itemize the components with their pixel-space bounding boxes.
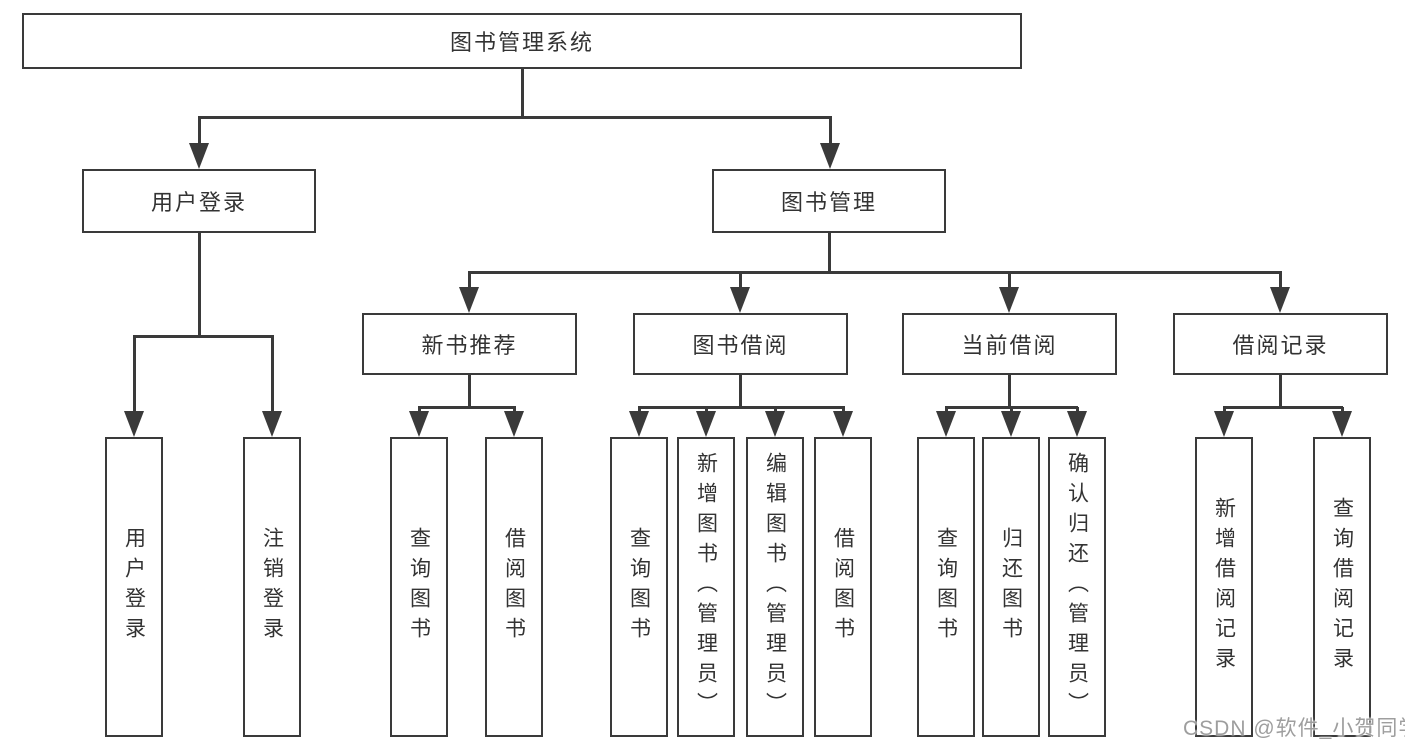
arrowhead-down-icon (504, 411, 524, 437)
leaf-add-borrow-record: 新增借阅记录 (1195, 437, 1253, 737)
arrowhead-down-icon (999, 287, 1019, 313)
node-label: 确认归还（管理员） (1065, 452, 1089, 722)
node-user-login: 用户登录 (82, 169, 316, 233)
node-label: 查询借阅记录 (1330, 497, 1354, 677)
leaf-query-borrow-record: 查询借阅记录 (1313, 437, 1371, 737)
node-label: 注销登录 (260, 527, 284, 647)
node-label: 新增图书（管理员） (694, 452, 718, 722)
connector-vline (829, 117, 832, 145)
connector-hline (638, 406, 845, 409)
connector-vline (513, 407, 516, 413)
leaf-user-login: 用户登录 (105, 437, 163, 737)
leaf-logout: 注销登录 (243, 437, 301, 737)
arrowhead-down-icon (696, 411, 716, 437)
connector-vline (1223, 407, 1226, 413)
leaf-query-books-borrowing: 查询图书 (610, 437, 668, 737)
connector-hline (468, 271, 1282, 274)
connector-vline (521, 69, 524, 119)
arrowhead-down-icon (730, 287, 750, 313)
arrowhead-down-icon (629, 411, 649, 437)
node-label: 当前借阅 (961, 333, 1058, 358)
arrowhead-down-icon (833, 411, 853, 437)
arrowhead-down-icon (1332, 411, 1352, 437)
leaf-confirm-return-admin: 确认归还（管理员） (1048, 437, 1106, 737)
leaf-query-books-recommend: 查询图书 (390, 437, 448, 737)
leaf-borrow-books-recommend: 借阅图书 (485, 437, 543, 737)
connector-vline (1279, 375, 1282, 409)
arrowhead-down-icon (1214, 411, 1234, 437)
connector-vline (468, 272, 471, 289)
leaf-borrow-books: 借阅图书 (814, 437, 872, 737)
arrowhead-down-icon (765, 411, 785, 437)
connector-vline (1341, 407, 1344, 413)
arrowhead-down-icon (1067, 411, 1087, 437)
connector-hline (1223, 406, 1343, 409)
arrowhead-down-icon (820, 143, 840, 169)
node-new-book-recommend: 新书推荐 (362, 313, 577, 375)
leaf-edit-book-admin: 编辑图书（管理员） (746, 437, 804, 737)
connector-vline (468, 375, 471, 409)
node-library-management-system: 图书管理系统 (22, 13, 1022, 69)
node-label: 新增借阅记录 (1212, 497, 1236, 677)
connector-hline (198, 116, 832, 119)
connector-vline (739, 375, 742, 409)
node-label: 图书管理系统 (449, 30, 594, 55)
connector-vline (1010, 407, 1013, 413)
node-label: 图书管理 (780, 190, 877, 215)
connector-vline (133, 336, 136, 413)
node-label: 图书借阅 (692, 333, 789, 358)
arrowhead-down-icon (936, 411, 956, 437)
connector-vline (271, 336, 274, 413)
connector-vline (739, 272, 742, 289)
connector-vline (638, 407, 641, 413)
node-label: 查询图书 (407, 527, 431, 647)
arrowhead-down-icon (409, 411, 429, 437)
node-book-management: 图书管理 (712, 169, 946, 233)
connector-hline (418, 406, 516, 409)
node-label: 新书推荐 (421, 333, 518, 358)
leaf-query-books-current: 查询图书 (917, 437, 975, 737)
connector-vline (705, 407, 708, 413)
arrowhead-down-icon (262, 411, 282, 437)
connector-vline (945, 407, 948, 413)
node-label: 归还图书 (999, 527, 1023, 647)
connector-vline (198, 233, 201, 338)
node-borrow-records: 借阅记录 (1173, 313, 1388, 375)
arrowhead-down-icon (189, 143, 209, 169)
connector-hline (133, 335, 274, 338)
node-label: 借阅图书 (831, 527, 855, 647)
connector-vline (1279, 272, 1282, 289)
arrowhead-down-icon (459, 287, 479, 313)
node-book-borrowing: 图书借阅 (633, 313, 848, 375)
connector-vline (828, 233, 831, 274)
connector-vline (1008, 375, 1011, 409)
leaf-add-book-admin: 新增图书（管理员） (677, 437, 735, 737)
node-current-borrowing: 当前借阅 (902, 313, 1117, 375)
connector-vline (842, 407, 845, 413)
leaf-return-book: 归还图书 (982, 437, 1040, 737)
node-label: 用户登录 (150, 190, 247, 215)
connector-vline (418, 407, 421, 413)
node-label: 借阅图书 (502, 527, 526, 647)
connector-vline (1076, 407, 1079, 413)
arrowhead-down-icon (1001, 411, 1021, 437)
connector-vline (198, 117, 201, 145)
node-label: 用户登录 (122, 527, 146, 647)
connector-vline (774, 407, 777, 413)
node-label: 查询图书 (627, 527, 651, 647)
arrowhead-down-icon (124, 411, 144, 437)
node-label: 借阅记录 (1232, 333, 1329, 358)
csdn-watermark: CSDN @软件_小贺同学 (1183, 717, 1405, 740)
arrowhead-down-icon (1270, 287, 1290, 313)
connector-vline (1008, 272, 1011, 289)
node-label: 编辑图书（管理员） (763, 452, 787, 722)
node-label: 查询图书 (934, 527, 958, 647)
